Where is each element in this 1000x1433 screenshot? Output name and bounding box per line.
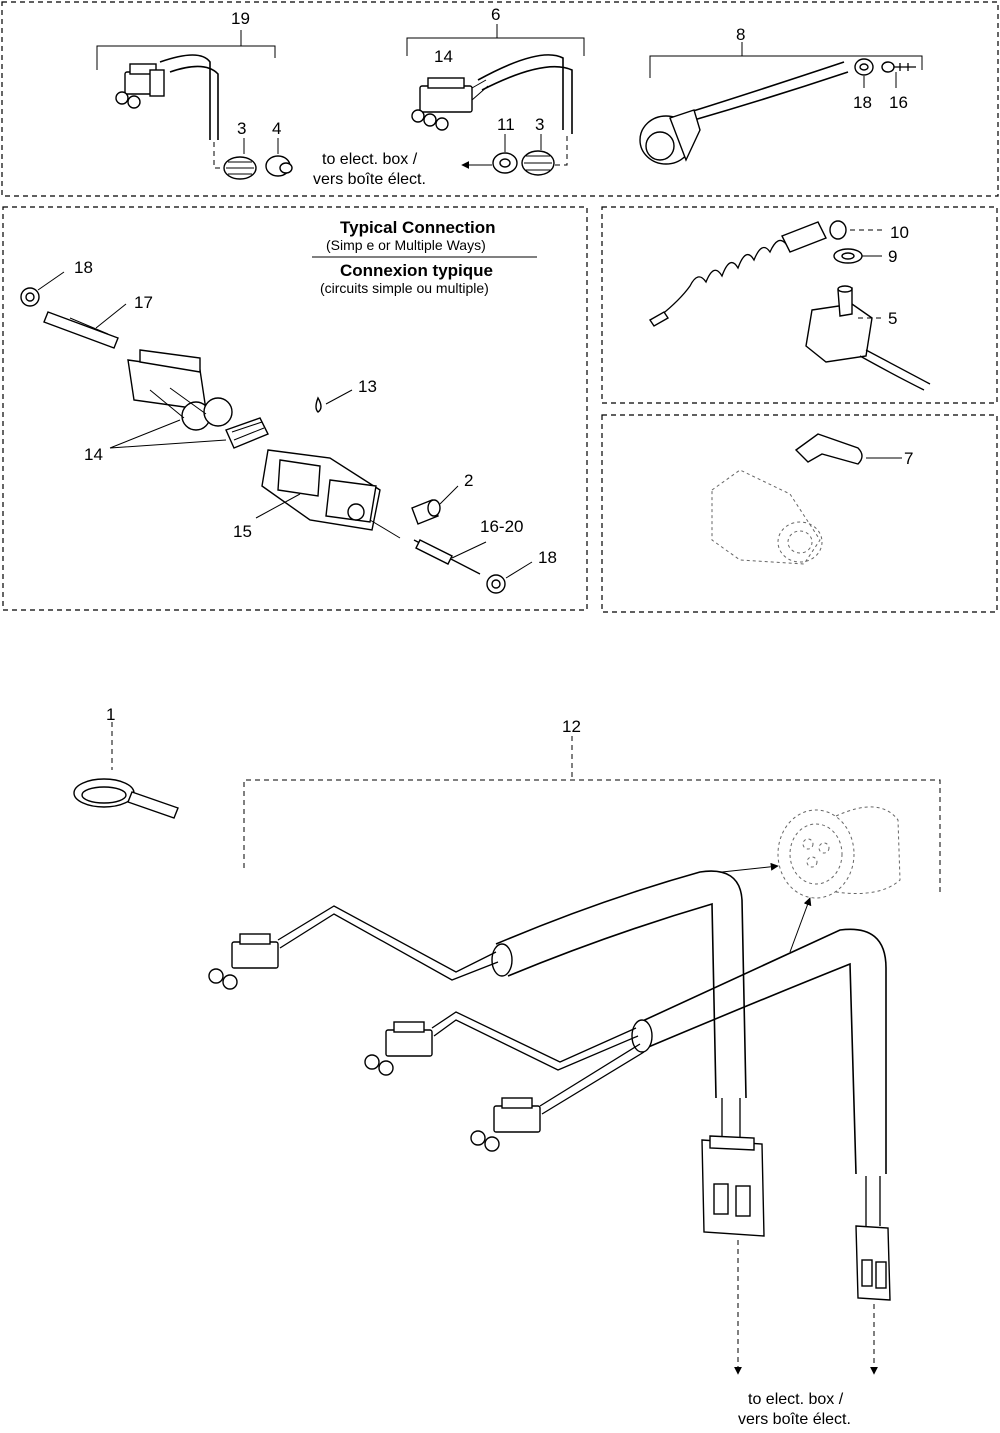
key-panel-frame <box>601 414 998 613</box>
callout-13: 13 <box>358 377 377 396</box>
cable-tie-1-group: 1 <box>73 705 179 819</box>
connector-harness-small <box>855 1225 891 1301</box>
callout-18-right: 18 <box>538 548 557 567</box>
seal-11 <box>492 152 518 174</box>
connector-harness-large <box>701 1135 765 1237</box>
title-connexion-typique: Connexion typique <box>340 261 493 280</box>
harness-6-group: 6 14 11 3 to elect. box / vers boîte éle… <box>313 5 585 188</box>
housing-15 <box>261 449 401 539</box>
callout-1: 1 <box>106 705 115 724</box>
sensor-8-group: 8 18 16 <box>639 25 923 165</box>
terminal-16-top <box>881 61 916 73</box>
callout-9: 9 <box>888 247 897 266</box>
sensor-8-body <box>639 109 701 165</box>
harness-plug-ghost <box>777 806 901 899</box>
seal-18-top <box>854 58 874 76</box>
key-7 <box>794 433 863 465</box>
connector-harness-lower <box>470 1097 541 1152</box>
grommet-3-left <box>223 156 257 180</box>
note-elect-box-bottom-line2: vers boîte élect. <box>738 1411 851 1428</box>
harness-19-group: 19 3 4 <box>96 9 293 180</box>
typical-connection-title: Typical Connection (Simp e or Multiple W… <box>312 218 537 296</box>
callout-12: 12 <box>562 717 581 736</box>
callout-11: 11 <box>497 115 515 134</box>
terminal-17 <box>43 311 119 349</box>
callout-16-top: 16 <box>889 93 908 112</box>
lanyard-clip-10 <box>781 220 847 253</box>
subtitle-simple-multiple: (Simp e or Multiple Ways) <box>326 237 486 253</box>
callout-17: 17 <box>134 293 153 312</box>
callout-3-left: 3 <box>237 119 246 138</box>
sleeve-2 <box>411 499 441 525</box>
callout-10: 10 <box>890 223 909 242</box>
callout-3-right: 3 <box>535 115 544 134</box>
callout-8: 8 <box>736 25 745 44</box>
top-panel-frame <box>1 1 999 197</box>
seal-18-right <box>486 574 506 594</box>
callout-2: 2 <box>464 471 473 490</box>
connector-6 <box>411 77 489 131</box>
main-harness-12-group: 12 <box>208 717 941 1428</box>
callout-7: 7 <box>904 449 913 468</box>
callout-5: 5 <box>888 309 897 328</box>
callout-4: 4 <box>272 119 281 138</box>
grommet-3-right <box>521 150 555 176</box>
key-switch-group: 10 9 5 <box>649 220 931 391</box>
callout-18-left: 18 <box>74 258 93 277</box>
connector-harness-middle <box>364 1021 433 1076</box>
coiled-tether <box>659 233 801 317</box>
callout-14-mid: 14 <box>84 445 103 464</box>
seal-4 <box>265 155 293 177</box>
switch-housing-ghost <box>711 469 823 565</box>
key-switch-panel-frame <box>601 206 998 404</box>
subtitle-circuits-simple: (circuits simple ou multiple) <box>320 280 489 296</box>
note-elect-box-top-line1: to elect. box / <box>322 151 418 168</box>
key-panel-group: 7 <box>711 433 913 565</box>
callout-15: 15 <box>233 522 252 541</box>
callout-18-top: 18 <box>853 93 872 112</box>
connector-14-mid <box>127 349 233 431</box>
note-elect-box-top-line2: vers boîte élect. <box>313 171 426 188</box>
note-elect-box-bottom-line1: to elect. box / <box>748 1391 844 1408</box>
seal-18-left <box>20 287 40 307</box>
callout-6: 6 <box>491 5 500 24</box>
dielectric-grease-13 <box>315 396 322 413</box>
callout-14-top: 14 <box>434 47 453 66</box>
nut-9 <box>833 248 863 264</box>
switch-5 <box>805 285 931 391</box>
callout-19: 19 <box>231 9 250 28</box>
connector-harness-left <box>208 933 279 990</box>
typical-connection-panel-frame <box>2 206 588 611</box>
terminal-16-20 <box>413 539 487 575</box>
typical-connection-parts: 18 17 14 13 <box>20 258 557 594</box>
seal-ring-mid <box>225 417 269 449</box>
cable-tie-1 <box>73 778 179 819</box>
title-typical-connection: Typical Connection <box>340 218 496 237</box>
callout-16-20: 16-20 <box>480 517 523 536</box>
connector-19 <box>115 63 165 109</box>
